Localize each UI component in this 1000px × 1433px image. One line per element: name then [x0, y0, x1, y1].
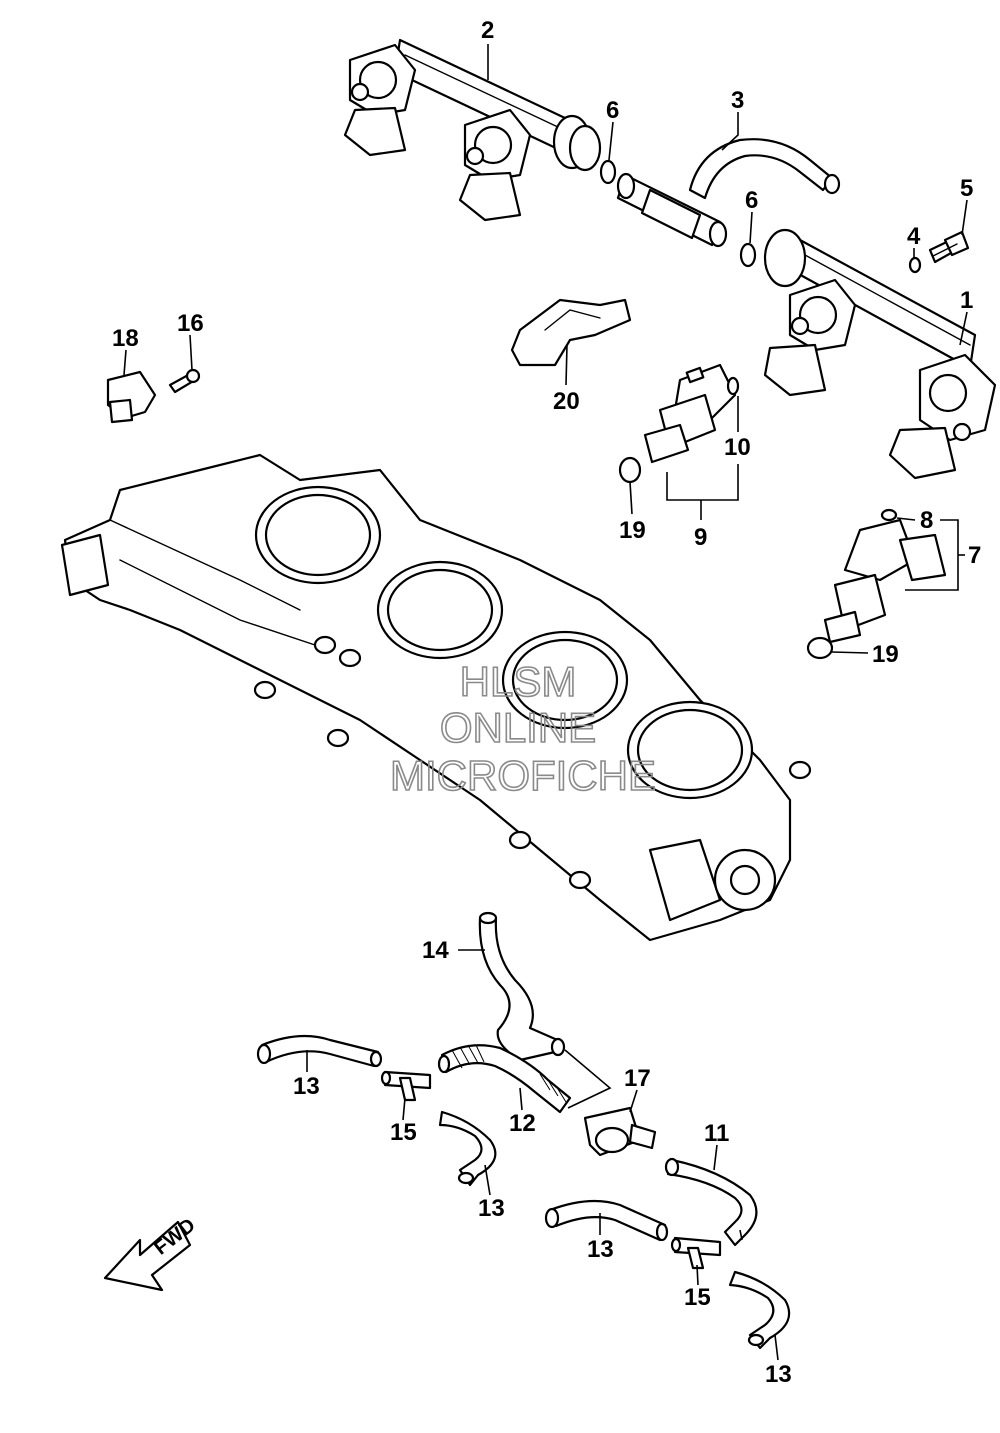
o-ring-6-lower [739, 242, 757, 268]
watermark-line-3: MICROFICHE [390, 752, 656, 799]
callout-19: 19 [619, 517, 646, 544]
callout-20: 20 [553, 388, 580, 415]
fuel-rail-upper [343, 38, 602, 222]
hose-13-b [438, 1110, 497, 1187]
callout-4: 4 [907, 223, 921, 250]
callout-12: 12 [509, 1110, 536, 1137]
clamp-20 [510, 298, 632, 367]
seal-19-upper [618, 456, 642, 484]
callout-1: 1 [960, 287, 973, 314]
joint-pipe [616, 172, 728, 248]
t-fitting-15-a [380, 1070, 432, 1102]
leader-lines [123, 44, 968, 1361]
watermark: HLSM ONLINE MICROFICHE [389, 657, 657, 800]
o-ring-10 [726, 376, 740, 396]
callout-14: 14 [422, 937, 449, 964]
callout-13: 13 [478, 1195, 505, 1222]
fuel-rail-lower [763, 228, 997, 480]
callout-9: 9 [694, 524, 707, 551]
callout-15: 15 [390, 1119, 417, 1146]
hose-13-c [544, 1199, 669, 1242]
hose-11 [664, 1157, 758, 1247]
callout-3: 3 [731, 87, 744, 114]
callout-8: 8 [920, 507, 933, 534]
callout-16: 16 [177, 310, 204, 337]
hose-14 [478, 911, 566, 1062]
callout-13: 13 [293, 1073, 320, 1100]
hose-13-a [256, 1034, 383, 1068]
sensor-18 [106, 370, 157, 424]
throttle-body-assembly [60, 453, 812, 942]
callout-17: 17 [624, 1065, 651, 1092]
hose-12 [437, 1044, 572, 1114]
fuel-hose-3 [688, 138, 841, 200]
callout-5: 5 [960, 175, 973, 202]
callout-2: 2 [481, 17, 494, 44]
callout-11: 11 [704, 1120, 729, 1147]
callout-6: 6 [606, 97, 619, 124]
washer-4 [908, 256, 922, 274]
callout-7: 7 [968, 542, 981, 569]
hose-13-d [728, 1270, 791, 1350]
fwd-arrow: FWD [103, 1214, 200, 1292]
watermark-line-2: ONLINE [440, 704, 596, 751]
callout-19: 19 [872, 641, 899, 668]
callout-13: 13 [587, 1236, 614, 1263]
bolt-5 [928, 230, 970, 264]
callout-10: 10 [724, 434, 751, 461]
callout-15: 15 [684, 1284, 711, 1311]
o-ring-8 [880, 508, 898, 522]
callout-18: 18 [112, 325, 139, 352]
callout-numbers: 2 3 6 6 5 4 1 18 16 20 10 19 9 8 7 19 14… [112, 17, 981, 1388]
injector-9 [643, 363, 737, 464]
screw-16 [168, 368, 201, 394]
valve-17 [583, 1106, 657, 1157]
injector-7 [823, 518, 947, 644]
seal-19-lower [806, 636, 834, 660]
t-fitting-15-b [670, 1236, 722, 1270]
callout-13: 13 [765, 1361, 792, 1388]
watermark-line-1: HLSM [460, 658, 577, 705]
callout-6: 6 [745, 187, 758, 214]
o-ring-6-upper [599, 159, 617, 185]
